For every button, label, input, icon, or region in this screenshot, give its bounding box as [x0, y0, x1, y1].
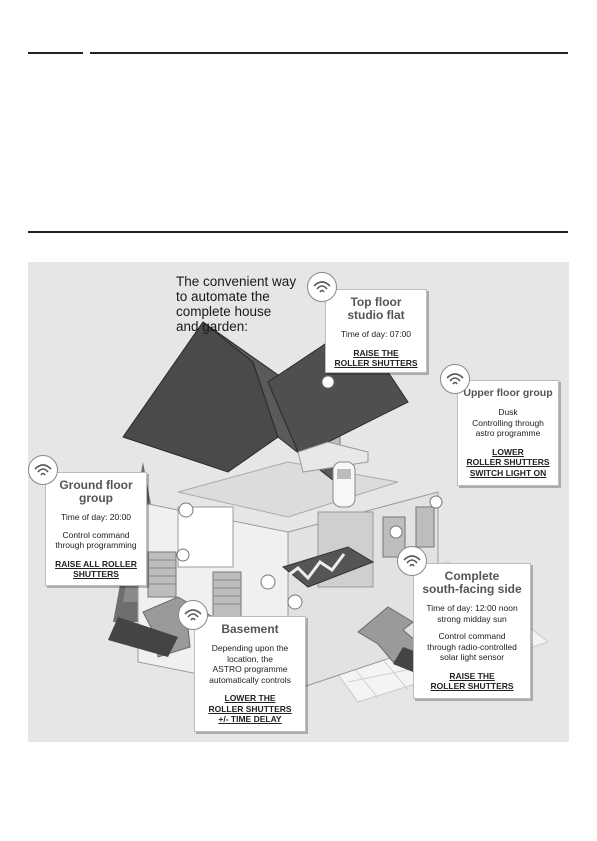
wireless-signal-icon — [178, 600, 208, 630]
callout-body-line: through programming — [55, 540, 137, 550]
callout-action-line: RAISE ALL ROLLER — [55, 558, 137, 569]
callout-action-line: LOWER THE — [224, 693, 276, 703]
callout-title: Upper floor group — [463, 387, 553, 399]
section-rule — [28, 231, 568, 233]
callout-title: Complete south-facing side — [414, 570, 530, 596]
callout-body-line: Control command — [62, 529, 130, 540]
callout-action-line: ROLLER SHUTTERS — [334, 358, 418, 368]
callout-title-line: Complete — [444, 569, 500, 583]
callout-action-line: RAISE THE — [449, 670, 495, 681]
header-rule-long — [90, 52, 568, 54]
callout-title-line: south-facing side — [422, 582, 522, 596]
callout-title: Top floor studio flat — [326, 296, 426, 322]
callout-action-line: ROLLER SHUTTERS — [430, 681, 514, 691]
callout-body-line: Depending upon the — [211, 643, 289, 653]
callout-body: Depending upon the location, the ASTRO p… — [195, 643, 305, 685]
callout-body-line: location, the — [227, 653, 273, 664]
intro-line: complete house — [176, 304, 272, 319]
callout-ground-floor: Ground floor group Time of day: 20:00 Co… — [45, 472, 147, 586]
callout-basement: Basement Depending upon the location, th… — [194, 616, 306, 732]
wireless-signal-icon — [28, 455, 58, 485]
intro-line: The convenient way — [176, 274, 297, 289]
callout-action-line: SHUTTERS — [73, 569, 119, 579]
callout-title: Basement — [221, 622, 279, 636]
callout-action-line: ROLLER SHUTTERS — [466, 457, 550, 467]
callout-action-line: RAISE THE — [353, 347, 399, 358]
callout-time-line: Time of day: 12:00 noon — [426, 603, 518, 613]
header-rule-short — [28, 52, 83, 54]
callout-body-line: ASTRO programme — [212, 664, 288, 674]
callout-time: Time of day: 20:00 — [60, 512, 132, 522]
callout-body-line: astro programme — [475, 428, 541, 438]
callout-body-line: solar light sensor — [439, 652, 505, 662]
callout-south-side: Complete south-facing side Time of day: … — [413, 563, 531, 699]
callout-title-line: Top floor — [350, 295, 402, 309]
callout-body-line: Control command — [438, 631, 506, 641]
wireless-signal-icon — [397, 546, 427, 576]
callout-body-line: Dusk — [498, 407, 518, 417]
callout-top-floor: Top floor studio flat Time of day: 07:00… — [325, 289, 427, 373]
callout-time: Time of day: 12:00 noon strong midday su… — [414, 603, 530, 624]
callout-title-line: group — [79, 491, 113, 505]
callout-title: Ground floor group — [46, 479, 146, 505]
callout-body-line: Controlling through — [472, 417, 544, 428]
callout-action: LOWER ROLLER SHUTTERS SWITCH LIGHT ON — [458, 447, 558, 479]
callout-time: Time of day: 07:00 — [340, 329, 412, 339]
callout-body: Dusk Controlling through astro programme — [458, 407, 558, 439]
callout-time-line: strong midday sun — [437, 613, 507, 624]
callout-action-line: SWITCH LIGHT ON — [469, 467, 547, 478]
wireless-signal-icon — [307, 272, 337, 302]
callout-action: RAISE THE ROLLER SHUTTERS — [414, 671, 530, 692]
callout-action: RAISE ALL ROLLER SHUTTERS — [46, 559, 146, 580]
intro-text: The convenient way to automate the compl… — [176, 274, 326, 334]
callout-action-line: ROLLER SHUTTERS — [208, 703, 292, 714]
callout-title-line: studio flat — [347, 308, 405, 322]
callout-action-line: LOWER — [492, 446, 524, 457]
callout-action: LOWER THE ROLLER SHUTTERS +/- TIME DELAY — [195, 693, 305, 725]
wireless-signal-icon — [440, 364, 470, 394]
intro-line: and garden: — [176, 319, 249, 334]
callout-body-line: automatically controls — [209, 674, 291, 685]
intro-line: to automate the — [176, 289, 270, 304]
callout-action-line: +/- TIME DELAY — [218, 714, 282, 724]
callout-body-line: through radio-controlled — [427, 641, 517, 652]
callout-upper-floor: Upper floor group Dusk Controlling throu… — [457, 380, 559, 486]
callout-action: RAISE THE ROLLER SHUTTERS — [326, 348, 426, 369]
callout-title-line: Ground floor — [59, 478, 133, 492]
callout-body: Control command through programming — [46, 530, 146, 551]
callout-body: Control command through radio-controlled… — [414, 631, 530, 663]
